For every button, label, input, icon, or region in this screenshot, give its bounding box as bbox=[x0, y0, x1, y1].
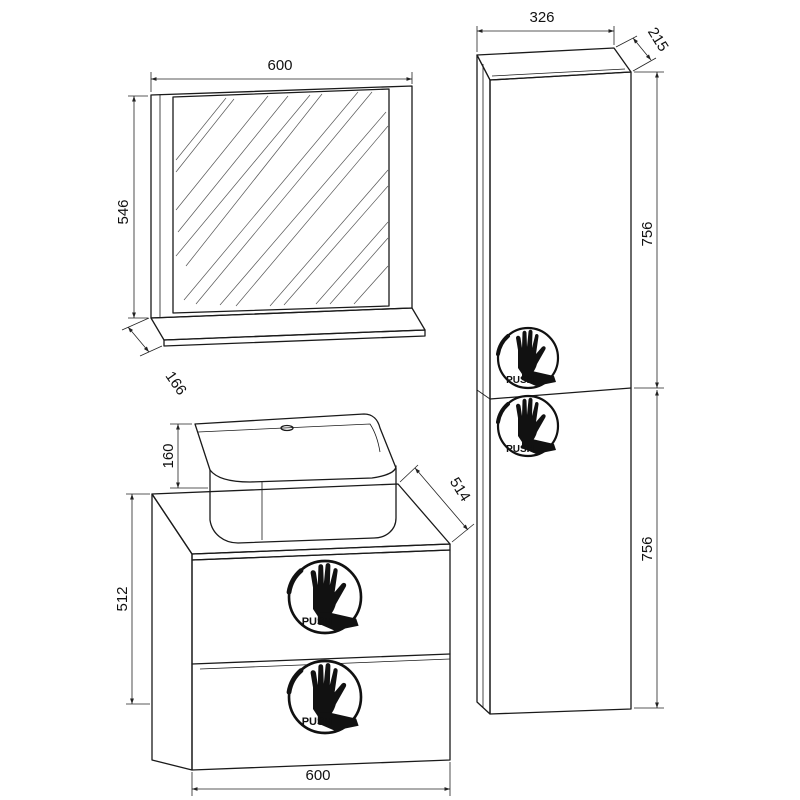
column-side-face bbox=[476, 54, 491, 715]
basin-front-curve bbox=[209, 465, 397, 483]
mirror-glass-reflection bbox=[175, 91, 389, 307]
column-door-split bbox=[489, 387, 632, 400]
dim-label-column-lower-height: 756 bbox=[639, 536, 656, 561]
push-label-column-lower: PUSH bbox=[506, 444, 534, 455]
column-top-inner-line bbox=[491, 68, 626, 77]
dim-label-vanity-depth: 514 bbox=[446, 474, 474, 504]
dim-mirror-width: 600 bbox=[150, 57, 413, 92]
dim-label-column-depth: 215 bbox=[644, 24, 672, 54]
vanity-unit bbox=[151, 483, 451, 771]
dim-label-mirror-height: 546 bbox=[115, 199, 132, 224]
dim-basin-height: 160 bbox=[160, 423, 208, 489]
push-label-drawer-upper: PUSH bbox=[302, 616, 333, 628]
vanity-front-face bbox=[191, 549, 451, 771]
dim-column-depth: 215 bbox=[615, 24, 672, 72]
dim-label-column-width: 326 bbox=[529, 9, 554, 26]
basin-inner-edge bbox=[197, 423, 381, 453]
push-badge-column-upper: PUSH bbox=[496, 326, 560, 390]
dim-column-width: 326 bbox=[476, 9, 615, 52]
push-badge-drawer-lower: PUSH bbox=[289, 661, 361, 733]
push-badge-drawer-upper: PUSH bbox=[289, 561, 361, 633]
basin-rim bbox=[194, 413, 397, 544]
dim-column-upper-height: 756 bbox=[634, 71, 664, 389]
tall-column-unit bbox=[476, 47, 632, 715]
dim-label-column-upper-height: 756 bbox=[639, 221, 656, 246]
vanity-top-surface bbox=[151, 483, 451, 555]
vanity-drawer-gap bbox=[191, 653, 451, 665]
push-label-drawer-lower: PUSH bbox=[302, 716, 333, 728]
basin-tap-hole bbox=[280, 424, 294, 432]
dim-label-vanity-width: 600 bbox=[305, 767, 330, 784]
dim-label-mirror-shelf-depth: 166 bbox=[162, 368, 190, 398]
column-front-face bbox=[489, 71, 632, 715]
dim-mirror-shelf-depth: 166 bbox=[121, 317, 190, 399]
dim-label-basin-height: 160 bbox=[160, 443, 177, 468]
push-badge-column-lower: PUSH bbox=[496, 394, 560, 458]
dim-label-vanity-height: 512 bbox=[114, 586, 131, 611]
dim-column-lower-height: 756 bbox=[634, 390, 664, 709]
mirror-shelf-front bbox=[163, 329, 426, 347]
vanity-side-face bbox=[151, 493, 193, 771]
dim-mirror-height: 546 bbox=[115, 95, 148, 319]
dim-label-mirror-width: 600 bbox=[267, 57, 292, 74]
basin bbox=[194, 413, 397, 544]
dim-vanity-width: 600 bbox=[191, 762, 451, 796]
dim-vanity-height: 512 bbox=[114, 493, 150, 705]
mirror-unit bbox=[150, 85, 426, 347]
dim-vanity-depth: 514 bbox=[399, 464, 475, 543]
mirror-glass-edge bbox=[172, 88, 390, 314]
push-label-column-upper: PUSH bbox=[506, 375, 534, 386]
column-door-split-side bbox=[476, 389, 491, 400]
